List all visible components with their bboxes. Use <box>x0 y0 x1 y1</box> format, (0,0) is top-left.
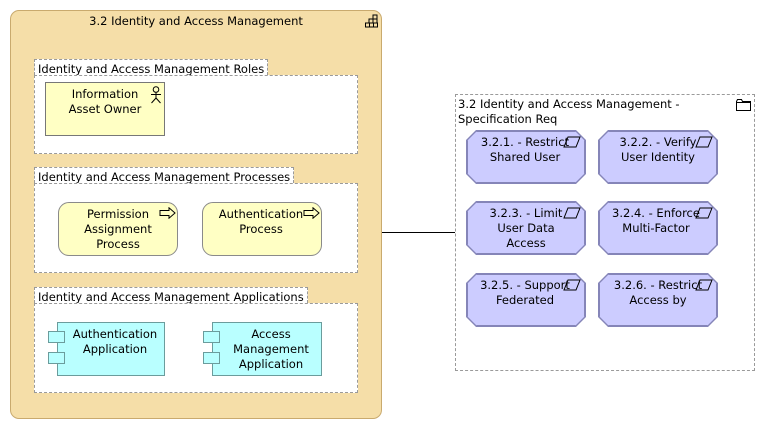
component-icon <box>203 331 220 343</box>
application-label: Access Management Application <box>233 327 309 371</box>
requirement-label: 3.2.2. - Verify User Identity <box>619 135 697 164</box>
connector-line[interactable] <box>382 232 455 233</box>
requirement-label: 3.2.4. - Enforce Multi-Factor <box>612 206 700 235</box>
requirement-icon <box>563 207 581 219</box>
requirement-icon <box>695 207 713 219</box>
application-access-management[interactable] <box>212 322 322 376</box>
process-permission-assignment[interactable] <box>58 202 178 256</box>
application-authentication[interactable] <box>57 322 165 376</box>
requirement-icon <box>695 136 713 148</box>
requirement-icon <box>563 279 581 291</box>
requirement-3-2-2[interactable] <box>599 131 717 183</box>
component-icon <box>203 352 220 364</box>
role-information-asset-owner[interactable] <box>45 82 165 136</box>
process-label: Authentication Process <box>218 207 304 236</box>
actor-icon <box>150 86 162 104</box>
applications-group-label: Identity and Access Management Applicati… <box>34 287 308 304</box>
process-arrow-icon <box>303 206 320 220</box>
processes-group-label: Identity and Access Management Processes <box>34 167 295 184</box>
role-label: Information Asset Owner <box>68 87 142 116</box>
requirement-label: 3.2.5. - Support Federated <box>480 278 570 307</box>
folder-icon <box>736 99 751 111</box>
process-arrow-icon <box>159 206 176 220</box>
requirement-3-2-3[interactable] <box>467 202 585 254</box>
grouping-icon <box>365 14 379 28</box>
application-label: Authentication Application <box>72 327 158 356</box>
main-title: 3.2 Identity and Access Management <box>89 14 303 28</box>
requirement-label: 3.2.1. - Restrict Shared User <box>480 135 570 164</box>
requirement-label: 3.2.6. - Restrict Access by <box>613 278 703 307</box>
specification-title: 3.2 Identity and Access Management - Spe… <box>458 97 680 126</box>
requirement-icon <box>563 136 581 148</box>
requirement-3-2-5[interactable] <box>467 274 585 326</box>
requirement-icon <box>695 279 713 291</box>
requirement-3-2-1[interactable] <box>467 131 585 183</box>
roles-group-label: Identity and Access Management Roles <box>34 59 269 76</box>
requirement-label: 3.2.3. - Limit User Data Access <box>489 206 563 250</box>
process-label: Permission Assignment Process <box>84 207 152 251</box>
requirement-3-2-6[interactable] <box>599 274 717 326</box>
process-authentication[interactable] <box>202 202 322 256</box>
component-icon <box>48 331 65 343</box>
component-icon <box>48 352 65 364</box>
requirement-3-2-4[interactable] <box>599 202 717 254</box>
